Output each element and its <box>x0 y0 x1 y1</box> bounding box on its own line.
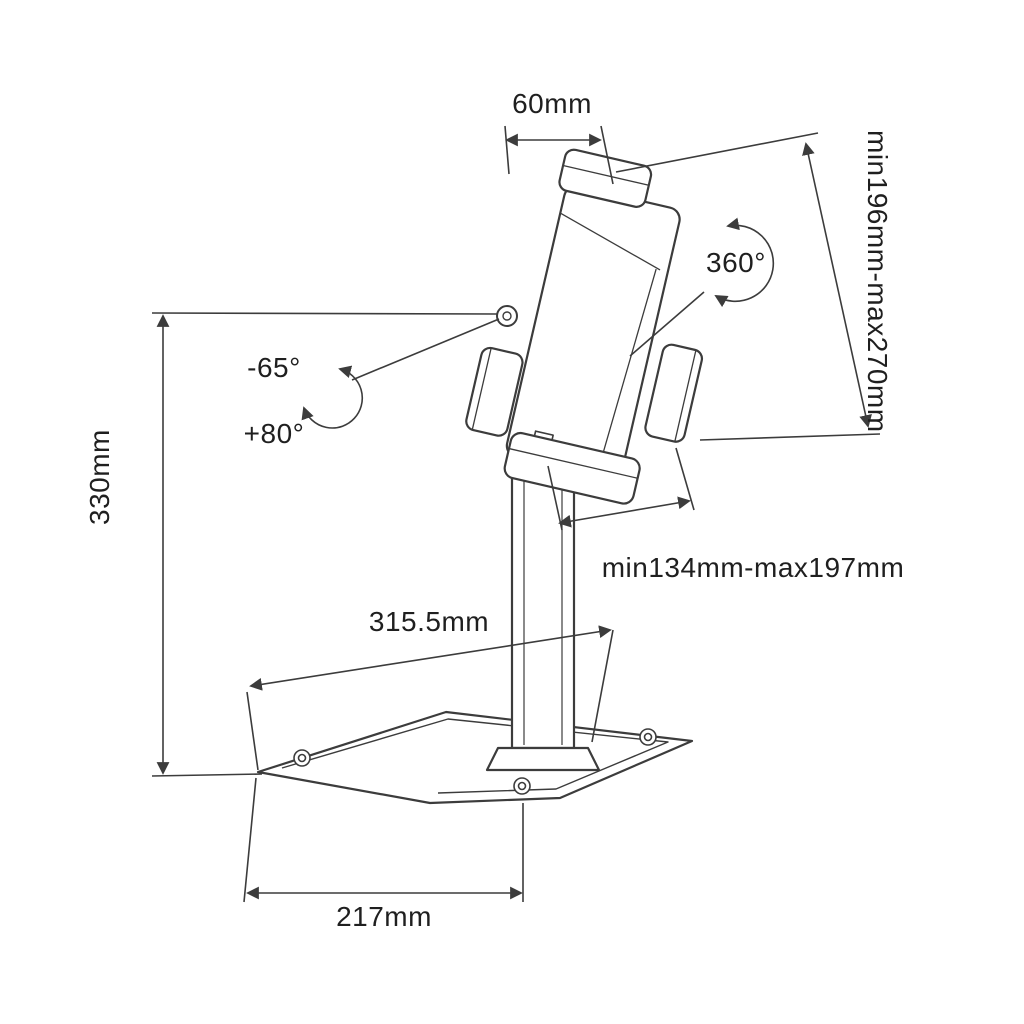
base-front-width-label: 217mm <box>336 901 432 932</box>
rotation-arrow <box>629 217 775 357</box>
dim-holder-width <box>547 447 695 531</box>
bottom-bracket <box>503 431 641 505</box>
rotation-range-label: 360° <box>706 247 766 278</box>
tilt-up-label: -65° <box>247 352 301 383</box>
base-screw-holes <box>293 728 657 795</box>
pivot-screw <box>496 305 518 327</box>
dim-top-width <box>504 125 614 185</box>
column <box>485 438 601 772</box>
holder-height-range-label: min196mm-max270mm <box>862 130 893 433</box>
left-clamp <box>465 346 524 437</box>
dim-base-width <box>243 777 524 903</box>
tablet-holder <box>465 148 704 505</box>
tilt-down-label: +80° <box>243 418 305 449</box>
right-clamp <box>644 343 704 443</box>
dimension-lines <box>151 125 881 903</box>
base-depth-label: 315.5mm <box>368 606 490 637</box>
base-plate <box>256 710 694 805</box>
dim-holder-height <box>615 132 881 441</box>
tilt-arrow <box>301 318 500 429</box>
top-clamp <box>558 148 653 208</box>
dim-base-depth <box>246 625 614 771</box>
top-width-label: 60mm <box>512 88 592 119</box>
dim-stand-height <box>151 312 498 777</box>
stand-height-label: 330mm <box>84 429 115 525</box>
holder-width-range-label: min134mm-max197mm <box>601 552 905 583</box>
